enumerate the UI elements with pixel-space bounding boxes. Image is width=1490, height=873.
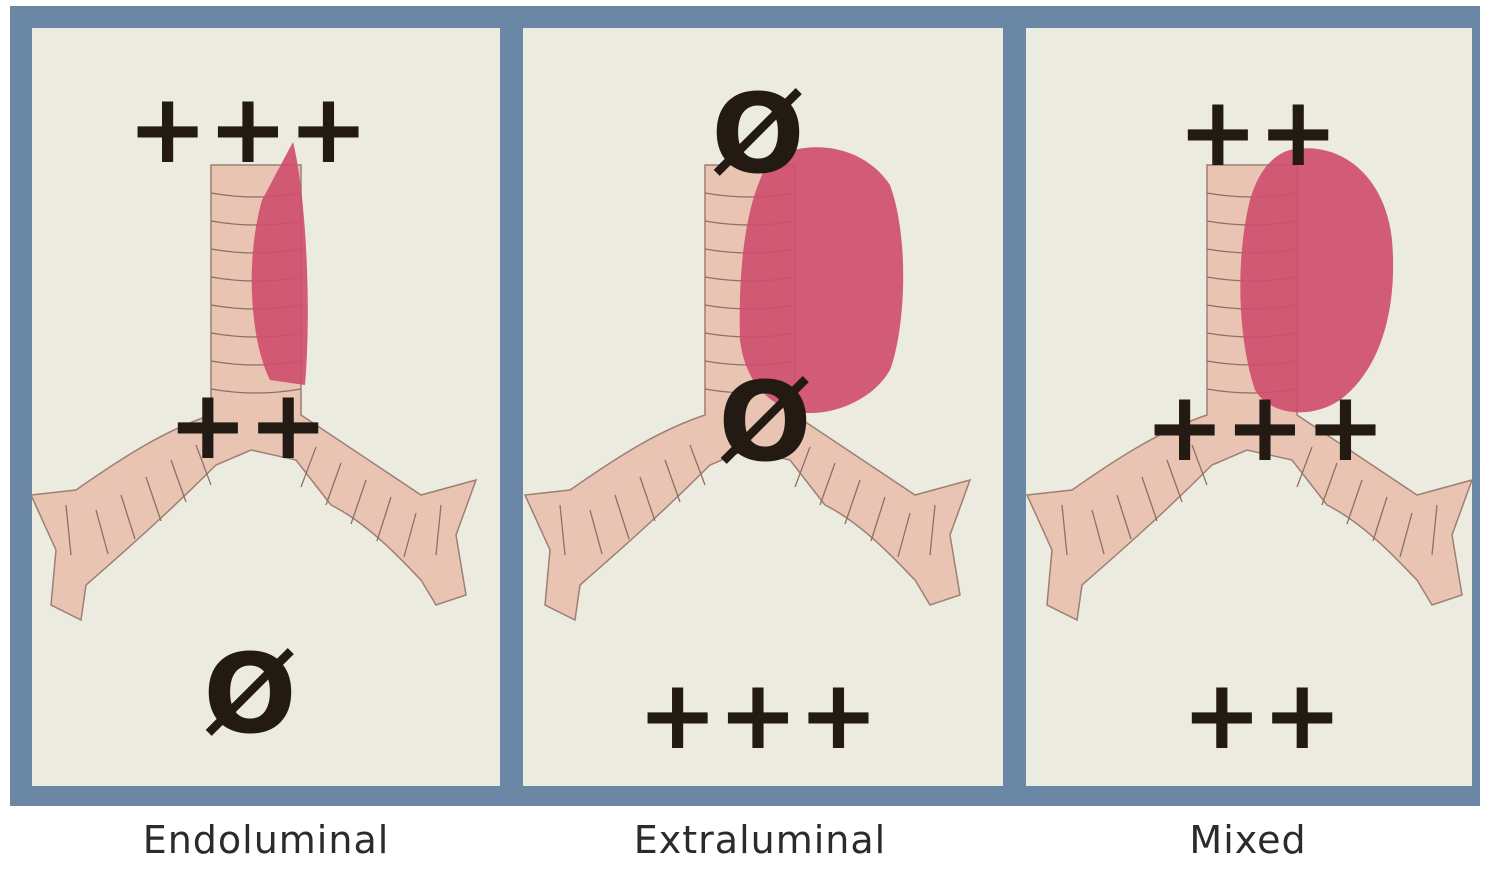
marker-carina: ++ [168,369,329,481]
caption-extraluminal: Extraluminal [560,818,960,862]
marker-carina: +++ [1144,371,1385,483]
marker-bottom: ++ [1182,659,1343,771]
panel-extraluminal: Ø Ø +++ [523,28,1003,786]
panel-mixed: ++ +++ ++ [1026,28,1472,786]
caption-endoluminal: Endoluminal [66,818,466,862]
caption-mixed: Mixed [1048,818,1448,862]
marker-top: +++ [127,73,368,185]
panel-endoluminal: +++ ++ Ø [31,28,500,786]
marker-bottom: +++ [637,659,878,771]
marker-carina: Ø [718,358,812,486]
marker-top: Ø [711,70,805,198]
marker-top: ++ [1178,76,1339,188]
marker-bottom: Ø [203,630,297,758]
